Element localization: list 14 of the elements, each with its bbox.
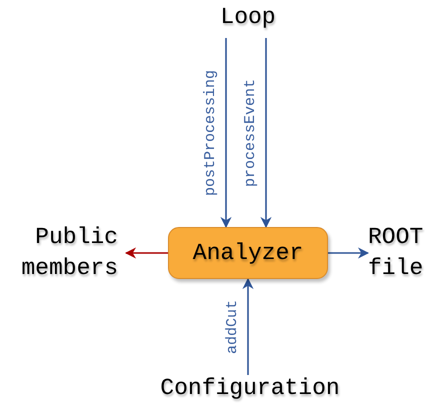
node-label: Public members <box>10 222 118 284</box>
arrow <box>242 278 254 375</box>
arrow <box>260 38 272 228</box>
arrow <box>220 38 232 228</box>
arrow <box>328 247 370 259</box>
node-label: Loop <box>190 2 306 34</box>
edge-label: postProcessing <box>203 69 219 196</box>
arrow <box>124 247 168 259</box>
process-box <box>168 227 328 279</box>
edge-label: addCut <box>225 300 241 354</box>
node-label: ROOT file <box>368 222 434 284</box>
edge-label: processEvent <box>243 78 259 186</box>
box-label: Analyzer <box>192 238 304 268</box>
node-label: Configuration <box>140 373 360 403</box>
